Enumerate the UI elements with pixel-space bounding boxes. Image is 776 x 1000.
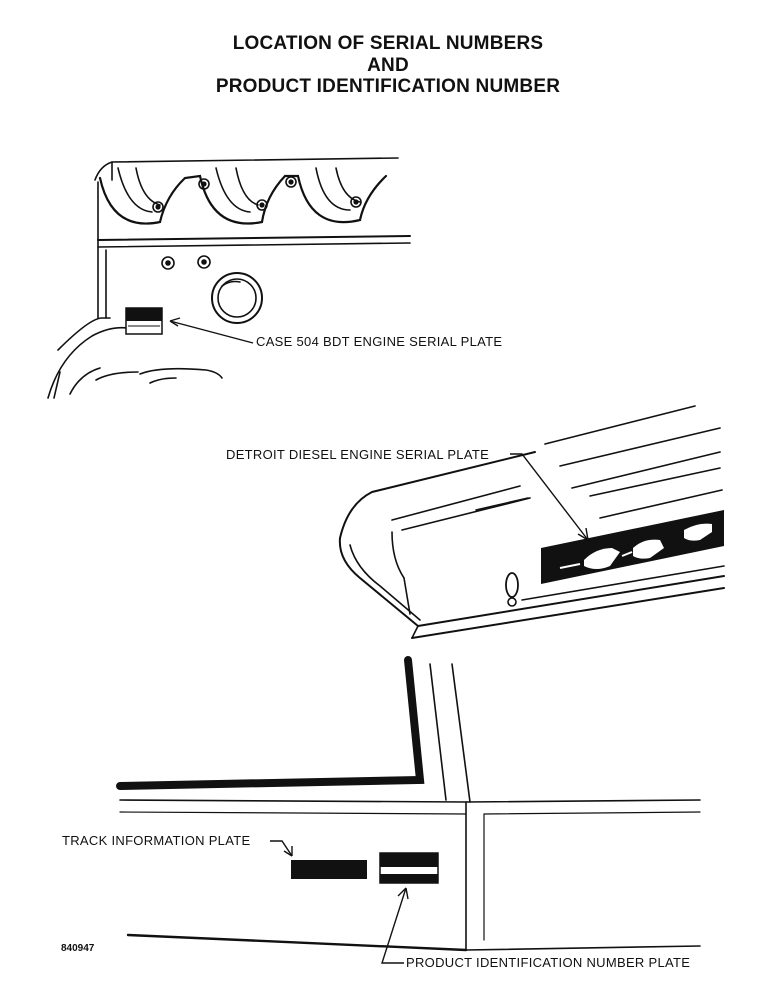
figure-code: 840947 bbox=[61, 943, 95, 954]
page-title-line-1: LOCATION OF SERIAL NUMBERS bbox=[232, 33, 544, 54]
track-information-plate-label: TRACK INFORMATION PLATE bbox=[62, 833, 251, 848]
detroit-serial-plate bbox=[541, 510, 724, 584]
page-title-line-3: PRODUCT IDENTIFICATION NUMBER bbox=[215, 76, 561, 97]
page-title-line-2: AND bbox=[367, 55, 409, 76]
case-engine-serial-plate-label: CASE 504 BDT ENGINE SERIAL PLATE bbox=[256, 334, 503, 349]
track-information-plate bbox=[291, 860, 367, 879]
case-serial-plate bbox=[125, 307, 163, 335]
product-identification-plate bbox=[379, 852, 439, 884]
product-identification-plate-label: PRODUCT IDENTIFICATION NUMBER PLATE bbox=[406, 955, 691, 970]
detroit-engine-serial-plate-label: DETROIT DIESEL ENGINE SERIAL PLATE bbox=[226, 447, 490, 462]
